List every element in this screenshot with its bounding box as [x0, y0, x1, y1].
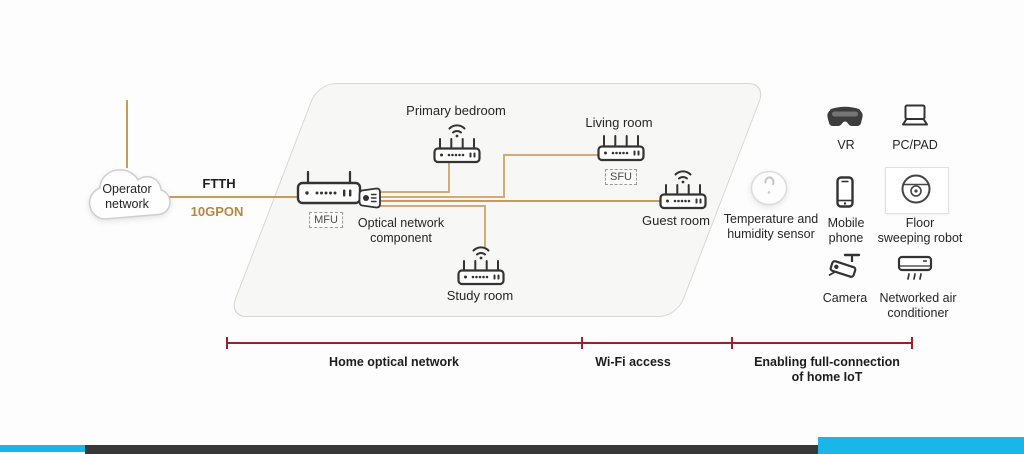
camera-icon — [826, 252, 864, 287]
gpon-label: 10GPON — [190, 204, 244, 219]
fiber-primary-h — [380, 191, 450, 193]
study-room-label: Study room — [446, 288, 514, 303]
mfu-router-icon — [296, 170, 362, 213]
guest-room-label: Guest room — [642, 213, 710, 228]
bottom-bar-cyan-right — [818, 437, 1024, 454]
air-conditioner-label: Networked air conditioner — [879, 291, 957, 320]
bracket-line — [227, 342, 913, 344]
guest-room-router-icon — [659, 166, 707, 215]
camera-label: Camera — [822, 291, 868, 305]
uplink-stub-line — [126, 100, 128, 168]
mobile-phone-label: Mobile phone — [827, 216, 865, 245]
living-room-label: Living room — [585, 115, 653, 130]
floor-sweeping-robot-icon — [900, 173, 932, 210]
fiber-primary-v — [448, 163, 450, 193]
floor-sweeping-robot-label: Floor sweeping robot — [877, 216, 963, 245]
fiber-guest-h — [380, 200, 668, 202]
mfu-tag: MFU — [309, 212, 343, 228]
primary-bedroom-router-icon — [433, 120, 481, 169]
vr-label: VR — [837, 138, 855, 152]
fiber-study-v — [484, 205, 486, 247]
sensor-label: Temperature and humidity sensor — [723, 212, 819, 241]
segment-home-iot: Enabling full-connection of home IoT — [754, 355, 900, 384]
segment-wifi-access: Wi-Fi access — [595, 355, 671, 369]
fiber-living-v — [503, 154, 505, 198]
bottom-bar-cyan-left — [0, 445, 85, 452]
bracket-tick-4 — [911, 337, 913, 349]
bracket-tick-2 — [581, 337, 583, 349]
bottom-bar-dark — [85, 445, 818, 454]
primary-bedroom-label: Primary bedroom — [406, 103, 506, 118]
operator-network-label-line1: Operator — [102, 182, 152, 196]
pc-pad-label: PC/PAD — [892, 138, 938, 152]
bracket-tick-1 — [226, 337, 228, 349]
ftth-label: FTTH — [202, 176, 236, 191]
ftth-line — [162, 196, 300, 198]
sfu-tag: SFU — [605, 169, 637, 185]
mobile-phone-icon — [835, 176, 855, 213]
vr-icon — [825, 103, 865, 136]
fiber-living-h1 — [380, 196, 505, 198]
pc-pad-icon — [897, 103, 933, 134]
operator-network-label-line2: network — [105, 197, 149, 211]
optical-component-label: Optical network component — [357, 216, 445, 245]
optical-splitter-icon — [357, 185, 383, 216]
temperature-humidity-sensor-icon — [748, 169, 790, 214]
study-room-router-icon — [457, 242, 505, 291]
air-conditioner-icon — [897, 254, 933, 287]
living-room-router-icon — [597, 132, 645, 167]
bracket-tick-3 — [731, 337, 733, 349]
segment-home-optical-network: Home optical network — [329, 355, 459, 369]
fiber-study-h — [380, 205, 486, 207]
operator-cloud-icon — [80, 164, 172, 233]
fiber-living-h2 — [503, 154, 605, 156]
